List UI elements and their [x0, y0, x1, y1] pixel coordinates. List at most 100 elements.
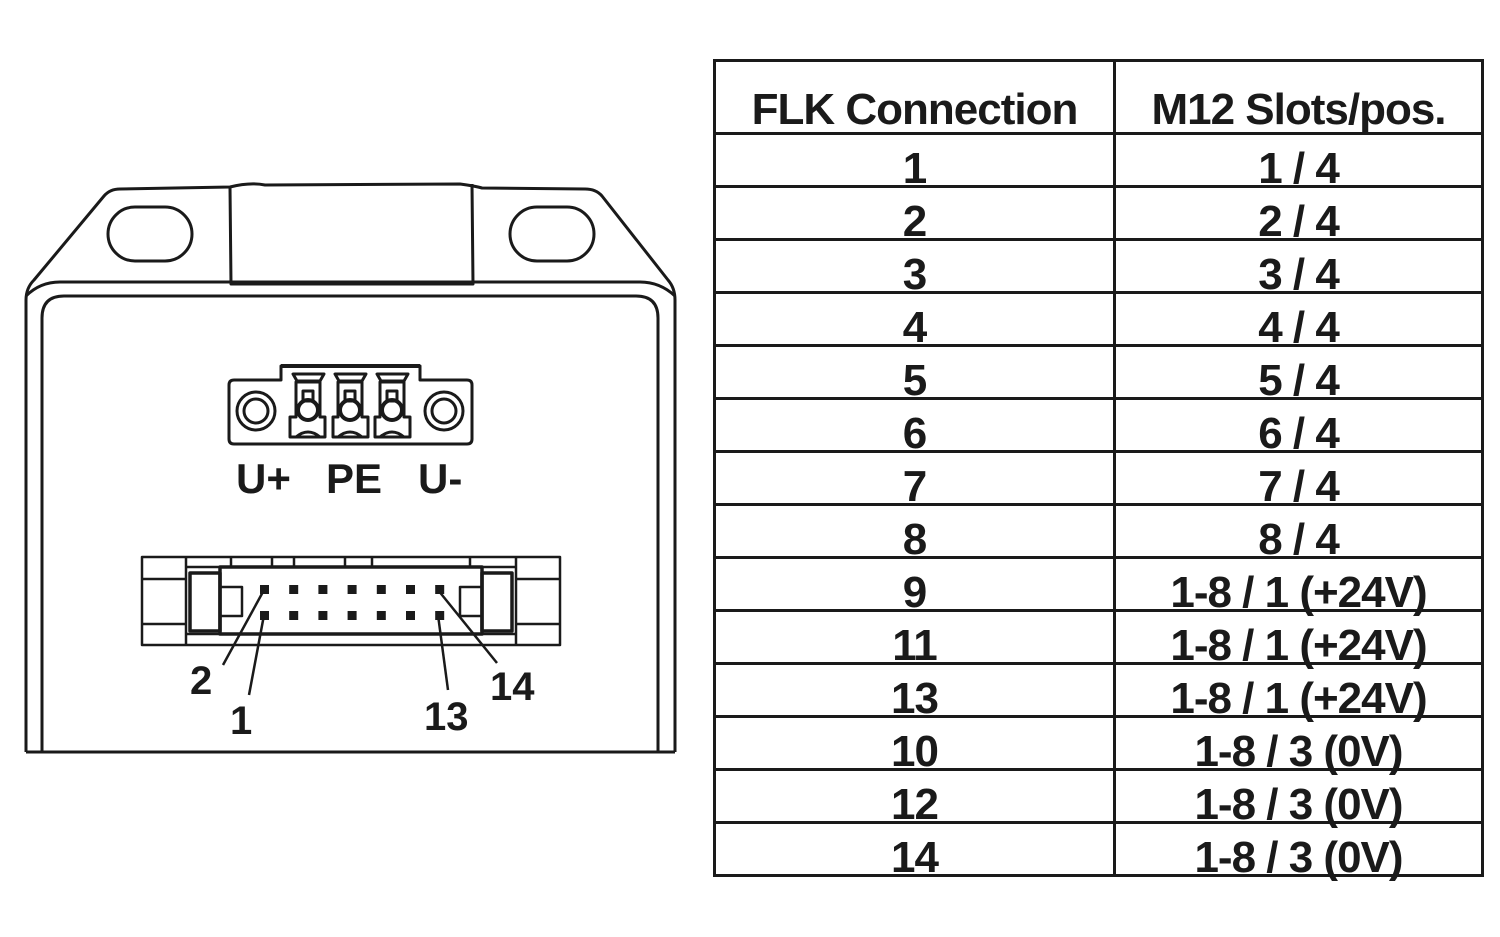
table-row: 4 4 / 4	[713, 291, 1484, 350]
cell-m12-slot: 6 / 4	[1113, 397, 1484, 456]
cell-flk-connection: 13	[713, 662, 1116, 721]
table-row: 6 6 / 4	[713, 397, 1484, 456]
cell-flk-connection: 3	[713, 238, 1116, 297]
cell-text: 3 / 4	[1258, 250, 1340, 299]
cell-m12-slot: 1-8 / 3 (0V)	[1113, 715, 1484, 774]
cell-text: 5	[902, 356, 928, 405]
screw-flange-right	[423, 390, 465, 432]
cell-text: 6 / 4	[1258, 409, 1340, 458]
cell-text: 9	[902, 568, 928, 617]
flk-pin	[376, 585, 386, 594]
table-row: 11 1-8 / 1 (+24V)	[713, 609, 1484, 668]
flk-pin	[347, 585, 357, 594]
cell-text: 12	[891, 780, 939, 829]
cell-flk-connection: 12	[713, 768, 1116, 827]
cell-text: 14	[891, 833, 939, 882]
cell-text: 1-8 / 3 (0V)	[1194, 780, 1403, 829]
label-u-minus: U-	[418, 455, 462, 502]
flk-pin-grid	[260, 585, 445, 620]
cell-text: 7 / 4	[1258, 462, 1340, 511]
leader-line-pin-2	[221, 589, 266, 666]
cell-text: 3	[902, 250, 928, 299]
top-tab	[228, 183, 475, 286]
flk-pin	[318, 585, 328, 594]
cell-text: 4 / 4	[1258, 303, 1340, 352]
cell-m12-slot: 1-8 / 1 (+24V)	[1113, 662, 1484, 721]
cell-flk-connection: 10	[713, 715, 1116, 774]
cell-flk-connection: 5	[713, 344, 1116, 403]
cell-text: 1-8 / 1 (+24V)	[1170, 621, 1427, 670]
cell-text: 2	[902, 197, 928, 246]
pin-label-2: 2	[190, 659, 212, 703]
cell-flk-connection: 9	[713, 556, 1116, 615]
cell-m12-slot: 7 / 4	[1113, 450, 1484, 509]
cell-m12-slot: 5 / 4	[1113, 344, 1484, 403]
cell-flk-connection: 8	[713, 503, 1116, 562]
pin-label-1: 1	[230, 699, 252, 743]
pin-label-14: 14	[490, 665, 535, 709]
cell-text: 7	[902, 462, 928, 511]
cell-text: 8 / 4	[1258, 515, 1340, 564]
table-row: 12 1-8 / 3 (0V)	[713, 768, 1484, 827]
cell-text: 1	[902, 144, 928, 193]
label-pe: PE	[326, 455, 382, 502]
cell-flk-connection: 11	[713, 609, 1116, 668]
cell-text: 1-8 / 3 (0V)	[1194, 727, 1403, 776]
table-row: 2 2 / 4	[713, 185, 1484, 244]
table-row: 14 1-8 / 3 (0V)	[713, 821, 1484, 880]
table-row: 1 1 / 4	[713, 132, 1484, 191]
flk-pin	[289, 611, 299, 620]
device-drawing: U+ PE U- 2 1 13 14	[24, 182, 677, 754]
flk-pin	[318, 611, 328, 620]
cell-text: 1-8 / 1 (+24V)	[1170, 674, 1427, 723]
cell-text: 2 / 4	[1258, 197, 1340, 246]
label-u-plus: U+	[236, 455, 291, 502]
cell-flk-connection: 4	[713, 291, 1116, 350]
cell-m12-slot: 3 / 4	[1113, 238, 1484, 297]
flk-pin	[289, 585, 299, 594]
cell-flk-connection: 2	[713, 185, 1116, 244]
flk-pin	[406, 585, 415, 594]
header-flk-connection: FLK Connection	[713, 59, 1116, 135]
leader-line-pin-13	[436, 614, 450, 691]
mounting-hole-right	[508, 205, 596, 263]
mounting-hole-left	[106, 205, 194, 263]
cell-text: 8	[902, 515, 928, 564]
table-row: 3 3 / 4	[713, 238, 1484, 297]
cell-m12-slot: 8 / 4	[1113, 503, 1484, 562]
cell-flk-connection: 6	[713, 397, 1116, 456]
flk-pin	[376, 611, 386, 620]
table-row: 7 7 / 4	[713, 450, 1484, 509]
cell-m12-slot: 1-8 / 1 (+24V)	[1113, 609, 1484, 668]
cell-text: 11	[892, 621, 938, 670]
cell-m12-slot: 1-8 / 1 (+24V)	[1113, 556, 1484, 615]
flk-pin	[347, 611, 357, 620]
cell-flk-connection: 7	[713, 450, 1116, 509]
cell-flk-connection: 14	[713, 821, 1116, 880]
housing-step-line	[24, 280, 677, 298]
terminal-u-plus	[288, 372, 327, 439]
terminal-pe	[331, 372, 370, 439]
cell-text: 1-8 / 1 (+24V)	[1170, 568, 1427, 617]
cell-text: 10	[891, 727, 939, 776]
cell-m12-slot: 2 / 4	[1113, 185, 1484, 244]
flk-pin	[435, 585, 445, 594]
cell-text: 13	[891, 674, 939, 723]
cell-text: 1 / 4	[1258, 144, 1340, 193]
flk-pin	[406, 611, 415, 620]
flk-pin	[435, 611, 445, 620]
front-face	[40, 294, 660, 752]
screw-flange-left	[235, 390, 277, 432]
cell-text: 5 / 4	[1258, 356, 1340, 405]
flk-pin	[260, 585, 269, 594]
table-row: 10 1-8 / 3 (0V)	[713, 715, 1484, 774]
cell-text: 6	[902, 409, 928, 458]
cell-m12-slot: 1 / 4	[1113, 132, 1484, 191]
cell-m12-slot: 1-8 / 3 (0V)	[1113, 821, 1484, 880]
cell-text: 4	[902, 303, 928, 352]
flk-connector	[140, 555, 562, 647]
pin-label-13: 13	[424, 695, 469, 739]
cell-flk-connection: 1	[713, 132, 1116, 191]
